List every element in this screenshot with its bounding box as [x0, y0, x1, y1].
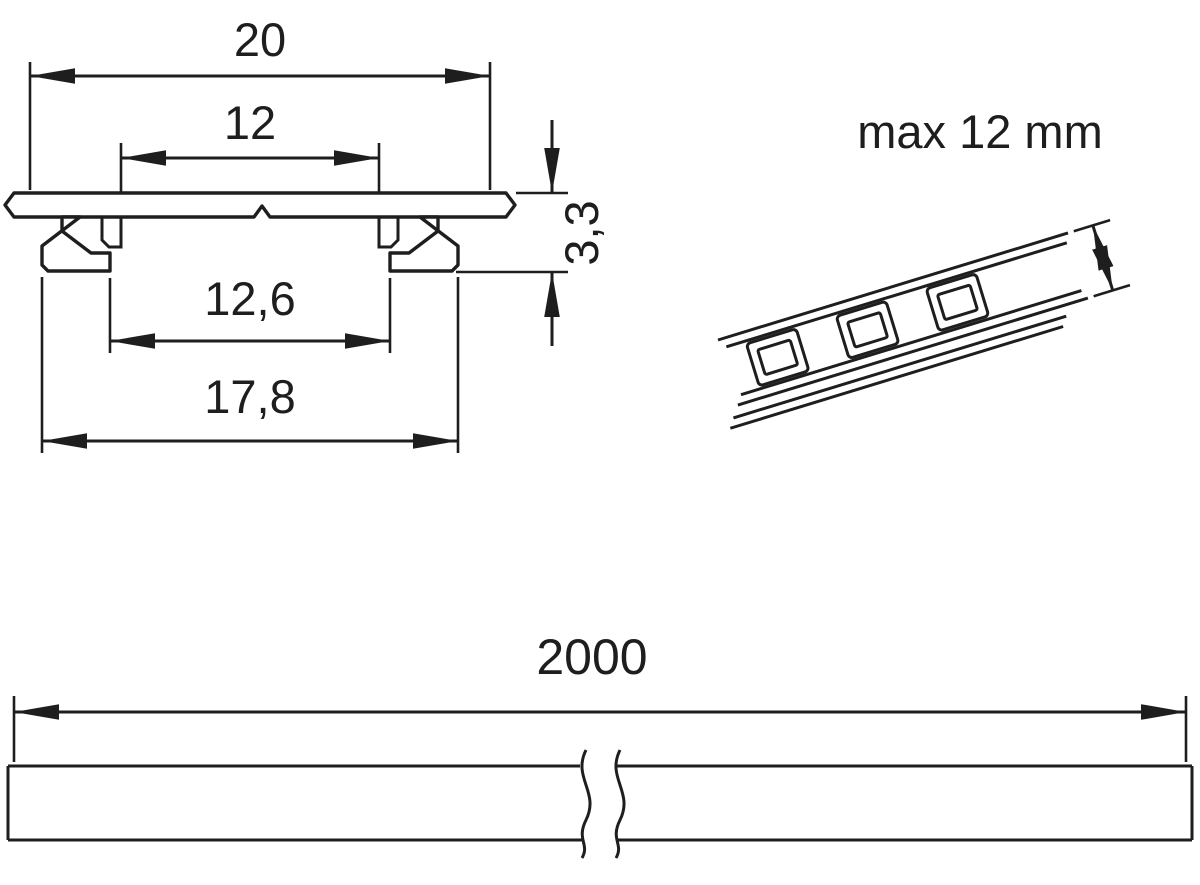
led-pad-inner — [756, 338, 799, 376]
dimension-top-opening-label: 12 — [224, 96, 276, 149]
dimension-length — [12, 696, 1188, 762]
strip-top-edge-outer — [717, 231, 1069, 342]
length-view: 2000 — [6, 629, 1194, 859]
strip-bottom-edge-inner — [740, 289, 1082, 397]
dimension-height-label: 3,3 — [555, 200, 608, 265]
strip-base-edge-top — [733, 314, 1067, 420]
profile-right-tab — [377, 217, 400, 249]
led-pad-outer — [925, 273, 990, 332]
dimension-top-opening: 12 — [119, 96, 381, 192]
profile-left-tab — [100, 217, 123, 249]
led-strip-max-width-label: max 12 mm — [857, 105, 1103, 158]
led-strip-drawing — [717, 218, 1131, 430]
profile-left-clip — [40, 215, 112, 273]
led-pad-inner — [936, 283, 979, 321]
strip-top-edge-inner — [725, 241, 1068, 349]
profile-plate-outline — [3, 191, 517, 219]
cross-section-view: 20 12 3,3 12,6 17,8 — [3, 13, 608, 453]
break-line — [614, 749, 626, 859]
led-pad-inner — [846, 311, 889, 349]
profile-bar — [6, 749, 1194, 859]
profile-right-clip — [388, 215, 460, 273]
strip-base-edge-bottom — [729, 325, 1064, 430]
dimension-outer-width: 20 — [28, 13, 492, 190]
dimension-hook-span: 17,8 — [40, 277, 460, 453]
dimension-bottom-opening: 12,6 — [108, 272, 392, 353]
dimension-length-label: 2000 — [536, 629, 647, 685]
extension-line — [1073, 218, 1111, 233]
led-strip-view: max 12 mm — [717, 105, 1131, 430]
led-pad-outer — [835, 300, 900, 359]
break-line — [580, 749, 592, 859]
dimension-outer-width-label: 20 — [234, 13, 286, 66]
dimension-bottom-opening-label: 12,6 — [204, 272, 295, 325]
dimension-height: 3,3 — [456, 120, 608, 346]
strip-width-arrow — [1091, 224, 1115, 291]
led-pad-outer — [745, 328, 810, 387]
dimension-hook-span-label: 17,8 — [204, 370, 295, 423]
strip-bottom-edge-outer — [737, 296, 1089, 407]
